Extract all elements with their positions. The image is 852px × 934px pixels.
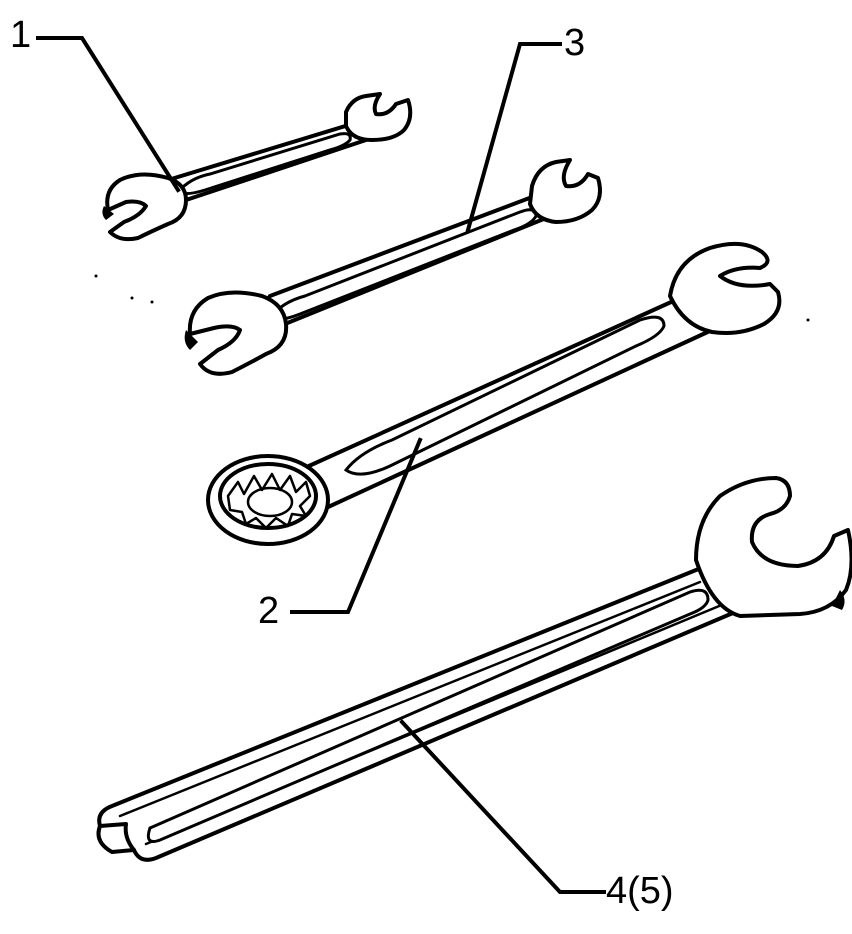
callout-label-2: 2 bbox=[258, 590, 280, 632]
callout-label-3: 3 bbox=[564, 22, 586, 64]
leader-4 bbox=[399, 719, 606, 894]
leader-3 bbox=[465, 42, 562, 233]
wrench-4-large-single-open-end bbox=[96, 476, 852, 862]
wrench-1-small-double-open-end bbox=[102, 92, 413, 242]
leader-1 bbox=[36, 36, 181, 193]
scan-specks bbox=[94, 274, 810, 322]
leader-lines bbox=[36, 36, 606, 894]
callout-label-1: 1 bbox=[10, 14, 32, 56]
wrench-2-combination bbox=[206, 241, 782, 546]
leader-2 bbox=[290, 437, 423, 614]
callout-label-4-5: 4(5) bbox=[606, 870, 674, 912]
wrench-3-medium-double-open-end bbox=[184, 158, 602, 376]
